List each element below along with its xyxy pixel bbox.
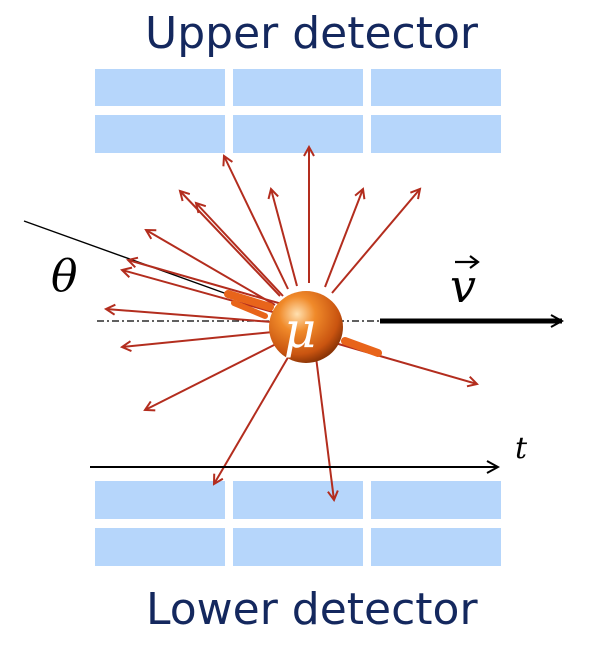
upper-detector-panel (95, 69, 225, 106)
lower-detector-label: Lower detector (146, 584, 478, 635)
emission-arrow (106, 309, 273, 323)
emission-arrow (224, 156, 289, 290)
vector-accent-head (469, 255, 480, 269)
lower-detector-panel (95, 481, 225, 519)
muon-symbol: μ (284, 301, 317, 359)
emission-arrow (196, 203, 284, 297)
angle-label: θ (51, 251, 78, 302)
muon-track-segment (341, 337, 382, 357)
emission-arrow (122, 270, 274, 313)
emission-arrow (214, 353, 291, 484)
time-axis-label: t (515, 431, 528, 466)
lower-detector-panel (371, 481, 501, 519)
lower-detector (95, 481, 501, 566)
upper-detector-panel (371, 115, 501, 153)
muon-track-segment (224, 290, 274, 311)
muon-track-segment (231, 300, 268, 319)
upper-detector-panel (233, 115, 363, 153)
upper-detector-panel (233, 69, 363, 106)
velocity-label-group: v (450, 255, 480, 313)
emission-arrows (106, 147, 477, 500)
lower-detector-panel (233, 528, 363, 566)
emission-arrow (146, 230, 276, 306)
lower-detector-panel (95, 528, 225, 566)
emission-arrow (128, 260, 283, 305)
upper-detector-panel (371, 69, 501, 106)
emission-arrow (315, 356, 334, 500)
muon-track (224, 290, 382, 357)
muon-ball (269, 291, 343, 363)
upper-detector (95, 69, 501, 153)
upper-detector-panel (95, 115, 225, 153)
emission-arrow (122, 331, 274, 347)
lower-detector-panel (371, 528, 501, 566)
muon-particle: μ (269, 291, 343, 363)
lower-detector-panel (233, 481, 363, 519)
emission-arrow (271, 189, 298, 287)
upper-detector-label: Upper detector (145, 8, 478, 59)
emission-arrow (145, 342, 279, 410)
emission-arrow (331, 189, 420, 294)
emission-arrow (324, 189, 363, 288)
